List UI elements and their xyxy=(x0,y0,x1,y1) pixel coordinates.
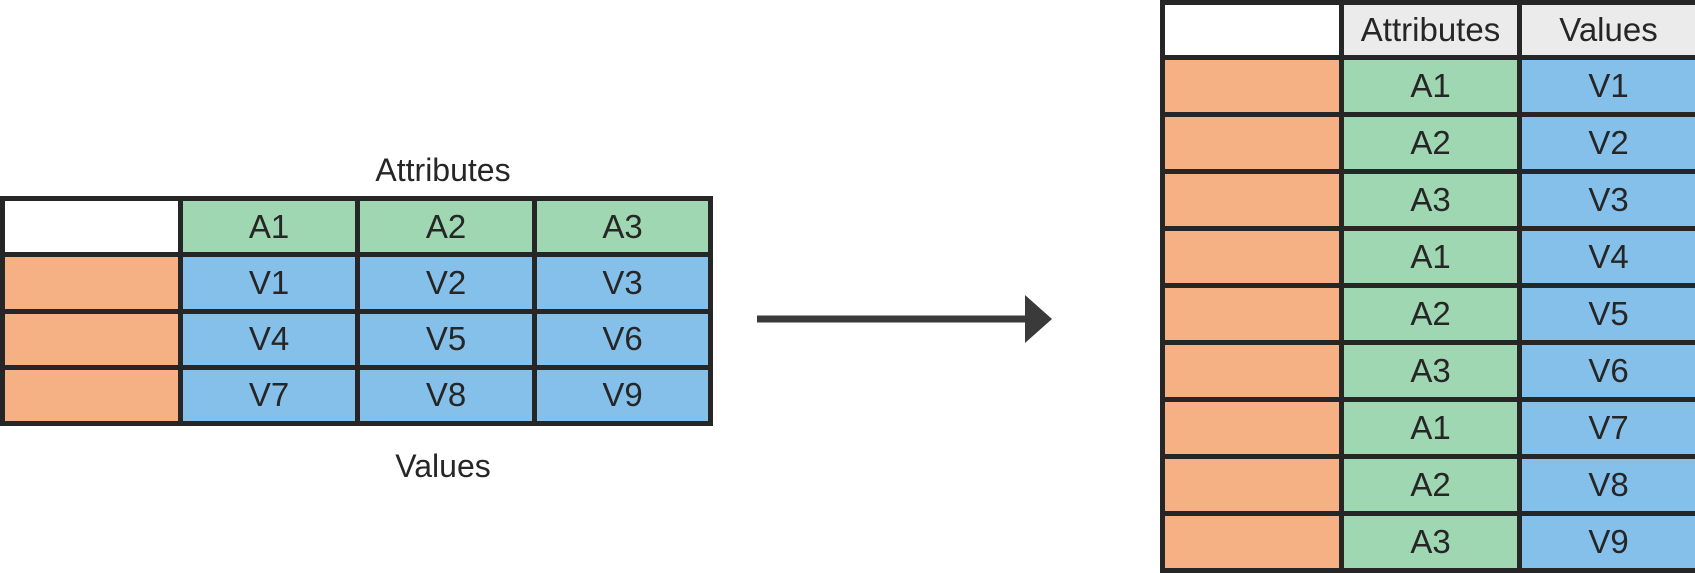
result-value-cell: V3 xyxy=(1517,169,1695,231)
result-attribute-cell: A2 xyxy=(1339,112,1522,174)
result-attribute-cell: A2 xyxy=(1339,454,1522,516)
result-header-row: Attributes Values xyxy=(1160,0,1695,60)
result-value-cell: V2 xyxy=(1517,112,1695,174)
result-attribute-cell: A1 xyxy=(1339,226,1522,288)
source-row-stub-cell xyxy=(0,308,183,370)
result-row-stub-cell xyxy=(1160,112,1344,174)
result-value-cell: V9 xyxy=(1517,511,1695,573)
result-data-row: A3 V9 xyxy=(1160,511,1695,573)
result-value-cell: V7 xyxy=(1517,397,1695,459)
result-row-stub-cell xyxy=(1160,55,1344,117)
result-value-cell: V4 xyxy=(1517,226,1695,288)
source-row-stub-cell xyxy=(0,252,183,314)
result-data-row: A3 V3 xyxy=(1160,169,1695,231)
left-values-label: Values xyxy=(395,448,491,484)
source-header-row: A1 A2 A3 xyxy=(0,195,713,258)
source-value-cell: V7 xyxy=(178,364,360,427)
result-attribute-cell: A3 xyxy=(1339,340,1522,402)
source-attr-header-cell: A2 xyxy=(355,195,537,258)
result-row-stub-cell xyxy=(1160,511,1344,573)
source-row-stub-cell xyxy=(0,364,183,427)
result-value-cell: V8 xyxy=(1517,454,1695,516)
result-row-stub-cell xyxy=(1160,340,1344,402)
transform-arrow xyxy=(757,295,1052,343)
result-table: Attributes Values A1 V1 A2 V2 A3 V3 A1 V… xyxy=(1160,0,1695,573)
source-data-row: V1 V2 V3 xyxy=(0,252,713,314)
result-row-stub-cell xyxy=(1160,454,1344,516)
source-value-cell: V9 xyxy=(532,364,713,427)
source-data-row: V4 V5 V6 xyxy=(0,308,713,370)
source-value-cell: V3 xyxy=(532,252,713,314)
source-value-cell: V4 xyxy=(178,308,360,370)
result-data-row: A1 V7 xyxy=(1160,397,1695,459)
source-value-cell: V5 xyxy=(355,308,537,370)
result-row-stub-cell xyxy=(1160,283,1344,345)
result-data-row: A2 V8 xyxy=(1160,454,1695,516)
result-attribute-cell: A1 xyxy=(1339,397,1522,459)
result-row-stub-cell xyxy=(1160,226,1344,288)
source-value-cell: V6 xyxy=(532,308,713,370)
result-data-row: A3 V6 xyxy=(1160,340,1695,402)
result-attribute-cell: A2 xyxy=(1339,283,1522,345)
result-attribute-cell: A1 xyxy=(1339,55,1522,117)
result-attributes-header-cell: Attributes xyxy=(1339,0,1522,60)
right-arrow-icon xyxy=(757,295,1052,343)
source-value-cell: V8 xyxy=(355,364,537,427)
result-data-row: A2 V2 xyxy=(1160,112,1695,174)
result-data-row: A1 V4 xyxy=(1160,226,1695,288)
source-attr-header-cell: A1 xyxy=(178,195,360,258)
result-row-stub-cell xyxy=(1160,397,1344,459)
result-value-cell: V6 xyxy=(1517,340,1695,402)
left-attributes-label: Attributes xyxy=(375,152,511,188)
source-value-cell: V1 xyxy=(178,252,360,314)
result-attribute-cell: A3 xyxy=(1339,169,1522,231)
result-data-row: A2 V5 xyxy=(1160,283,1695,345)
result-values-header-cell: Values xyxy=(1517,0,1695,60)
result-data-row: A1 V1 xyxy=(1160,55,1695,117)
result-attribute-cell: A3 xyxy=(1339,511,1522,573)
result-value-cell: V5 xyxy=(1517,283,1695,345)
source-data-row: V7 V8 V9 xyxy=(0,364,713,427)
source-value-cell: V2 xyxy=(355,252,537,314)
source-table: A1 A2 A3 V1 V2 V3 V4 V5 V6 V7 V8 V9 xyxy=(0,195,713,427)
result-row-stub-cell xyxy=(1160,169,1344,231)
source-corner-spacer xyxy=(0,195,183,258)
result-value-cell: V1 xyxy=(1517,55,1695,117)
source-attr-header-cell: A3 xyxy=(532,195,713,258)
result-corner-spacer xyxy=(1160,0,1344,60)
